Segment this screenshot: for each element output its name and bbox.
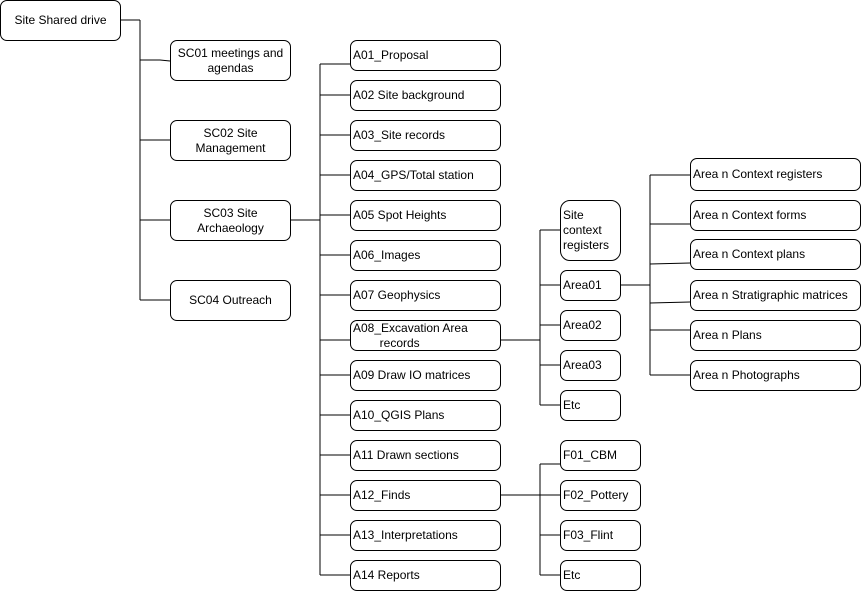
folder-f02-label: F02_Pottery — [563, 488, 629, 502]
folder-a11[interactable]: A11 Drawn sections — [350, 440, 501, 471]
folder-a09-label: A09 Draw IO matrices — [353, 368, 471, 382]
folder-a01[interactable]: A01_Proposal — [350, 40, 501, 71]
folder-sc03-label: SC03 Site Archaeology — [197, 205, 264, 235]
folder-sc02[interactable]: SC02 Site Management — [170, 120, 291, 161]
folder-area02[interactable]: Area02 — [560, 310, 621, 341]
folder-a12-label: A12_Finds — [353, 488, 411, 502]
folder-finds-etc[interactable]: Etc — [560, 560, 641, 591]
folder-a06-label: A06_Images — [353, 248, 421, 262]
folder-a04[interactable]: A04_GPS/Total station — [350, 160, 501, 191]
folder-a06[interactable]: A06_Images — [350, 240, 501, 271]
folder-area-context-forms-label: Area n Context forms — [693, 208, 807, 222]
folder-area-etc[interactable]: Etc — [560, 390, 621, 421]
folder-f03[interactable]: F03_Flint — [560, 520, 641, 551]
folder-a13[interactable]: A13_Interpretations — [350, 520, 501, 551]
folder-f02[interactable]: F02_Pottery — [560, 480, 641, 511]
folder-f01-label: F01_CBM — [563, 448, 618, 462]
folder-area01-label: Area01 — [563, 278, 602, 292]
folder-sc03[interactable]: SC03 Site Archaeology — [170, 200, 291, 241]
folder-a08[interactable]: A08_Excavation Area records — [350, 320, 501, 351]
folder-area-context-forms[interactable]: Area n Context forms — [690, 200, 861, 231]
folder-sc04-label: SC04 Outreach — [189, 293, 272, 307]
folder-a02[interactable]: A02 Site background — [350, 80, 501, 111]
folder-sc01[interactable]: SC01 meetings and agendas — [170, 40, 291, 81]
folder-area-context-plans[interactable]: Area n Context plans — [690, 239, 861, 270]
folder-area-stratigraphic-matrices-label: Area n Stratigraphic matrices — [693, 288, 848, 302]
folder-f03-label: F03_Flint — [563, 528, 614, 542]
folder-area-plans[interactable]: Area n Plans — [690, 320, 861, 351]
folder-sc02-label: SC02 Site Management — [195, 125, 266, 155]
folder-sc01-label: SC01 meetings and agendas — [177, 45, 284, 75]
folder-area-context-registers-label: Area n Context registers — [693, 167, 823, 181]
folder-area02-label: Area02 — [563, 318, 602, 332]
folder-area-context-registers[interactable]: Area n Context registers — [690, 158, 861, 191]
folder-a04-label: A04_GPS/Total station — [353, 168, 474, 182]
folder-a10[interactable]: A10_QGIS Plans — [350, 400, 501, 431]
folder-area-plans-label: Area n Plans — [693, 328, 762, 342]
folder-a03-label: A03_Site records — [353, 128, 446, 142]
folder-a05[interactable]: A05 Spot Heights — [350, 200, 501, 231]
folder-a14-label: A14 Reports — [353, 568, 420, 582]
folder-finds-etc-label: Etc — [563, 568, 581, 582]
folder-a14[interactable]: A14 Reports — [350, 560, 501, 591]
folder-a10-label: A10_QGIS Plans — [353, 408, 445, 422]
folder-area-etc-label: Etc — [563, 398, 581, 412]
folder-site-context-registers[interactable]: Site context registers — [560, 200, 621, 261]
folder-a11-label: A11 Drawn sections — [353, 448, 459, 462]
root-folder[interactable]: Site Shared drive — [0, 0, 121, 41]
folder-a07[interactable]: A07 Geophysics — [350, 280, 501, 311]
folder-a13-label: A13_Interpretations — [353, 528, 458, 542]
folder-sc04[interactable]: SC04 Outreach — [170, 280, 291, 321]
folder-a12[interactable]: A12_Finds — [350, 480, 501, 511]
folder-a02-label: A02 Site background — [353, 88, 465, 102]
folder-a07-label: A07 Geophysics — [353, 288, 441, 302]
folder-a09[interactable]: A09 Draw IO matrices — [350, 360, 501, 391]
folder-area03-label: Area03 — [563, 358, 602, 372]
folder-a08-label: A08_Excavation Area records — [353, 320, 468, 350]
folder-area-photographs[interactable]: Area n Photographs — [690, 360, 861, 391]
folder-f01[interactable]: F01_CBM — [560, 440, 641, 471]
folder-area03[interactable]: Area03 — [560, 350, 621, 381]
folder-area-stratigraphic-matrices[interactable]: Area n Stratigraphic matrices — [690, 280, 861, 311]
folder-area-context-plans-label: Area n Context plans — [693, 247, 806, 261]
root-folder-label: Site Shared drive — [14, 13, 107, 27]
folder-area01[interactable]: Area01 — [560, 270, 621, 301]
folder-a01-label: A01_Proposal — [353, 48, 429, 62]
folder-a05-label: A05 Spot Heights — [353, 208, 447, 222]
folder-a03[interactable]: A03_Site records — [350, 120, 501, 151]
folder-site-context-registers-label: Site context registers — [563, 208, 610, 252]
folder-area-photographs-label: Area n Photographs — [693, 368, 800, 382]
